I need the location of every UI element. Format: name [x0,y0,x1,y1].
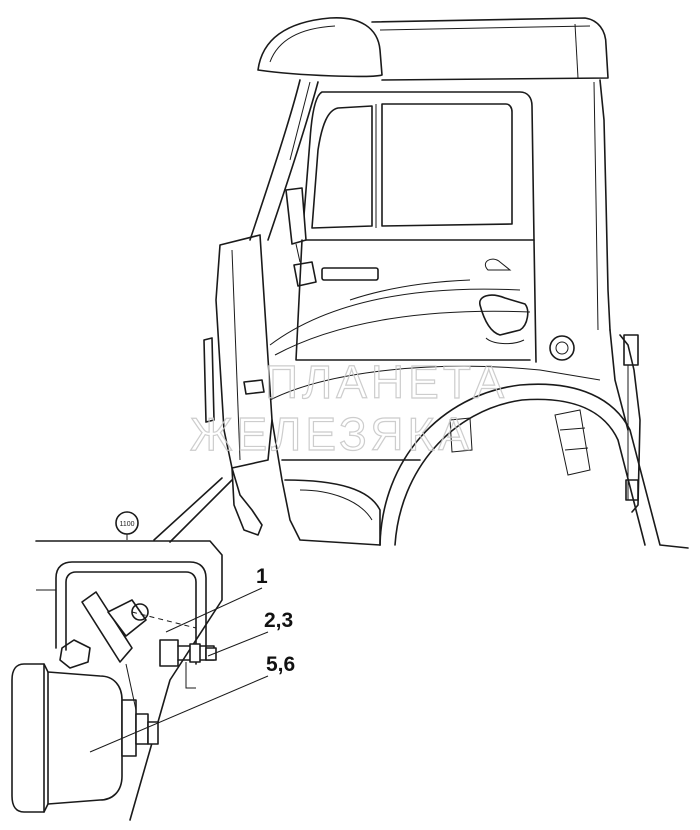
callout-label-2-3: 2,3 [264,609,294,632]
watermark-line1: ПЛАНЕТА [265,356,508,408]
truck-cab-drawing [203,17,689,549]
watermark-line2: ЖЕЛЕЗЯКА [190,408,473,460]
callout-label-1: 1 [256,565,268,588]
callout-label-5-6: 5,6 [266,653,296,676]
detail-callout: 1100 [11,477,269,821]
view-stamp-text: 1100 [119,521,134,528]
watermark: ПЛАНЕТА ЖЕЛЕЗЯКА [189,355,508,460]
